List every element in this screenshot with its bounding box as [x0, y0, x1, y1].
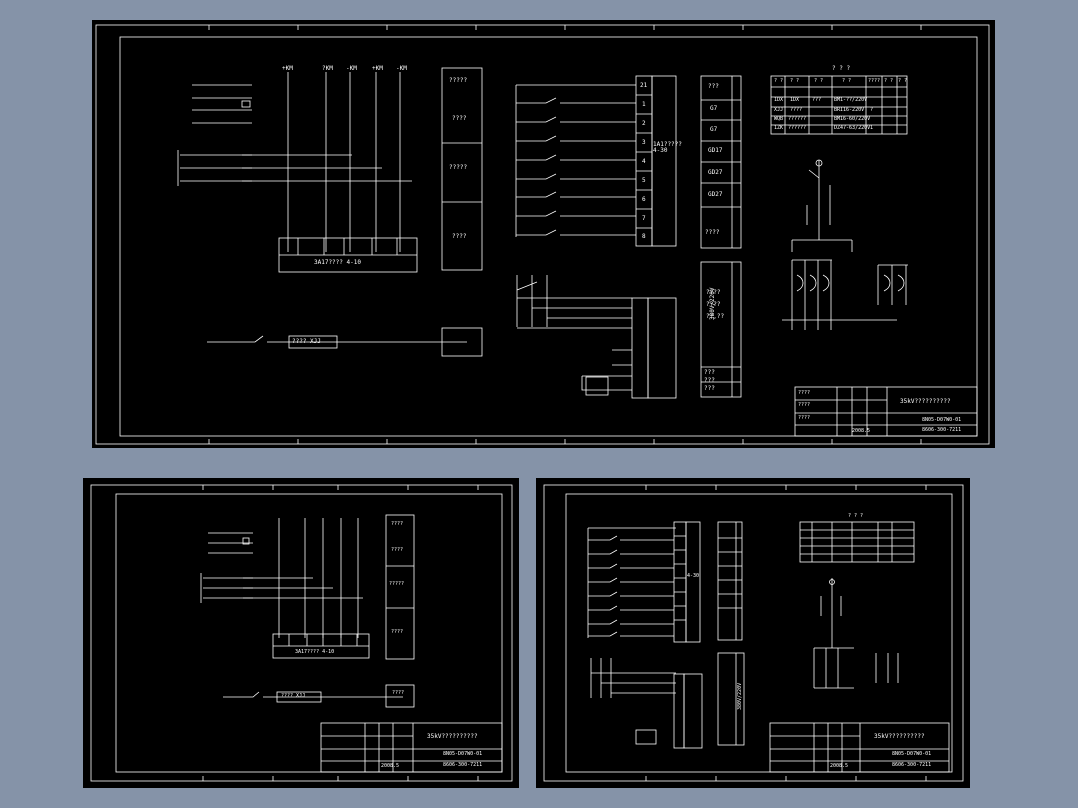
sheet3-date: 2008.5 — [830, 763, 849, 769]
power-cell-1: ???? — [706, 289, 721, 296]
terminal-num-7: 6 — [642, 196, 646, 203]
sheet2-date: 2008.5 — [381, 763, 400, 769]
sheet2-xj-label: ???? XJJ — [281, 693, 306, 699]
bus-label-4: +KM — [372, 65, 383, 72]
sheet3-table-title: ? ? ? — [848, 513, 864, 519]
device-row-2-code: XJJ — [774, 107, 784, 113]
device-row-3-code: WQB — [774, 116, 784, 122]
power-cell-5: ??? — [704, 377, 715, 384]
switch-label: 3A17???? 4-10 — [314, 259, 361, 266]
device-row-3-spec: BM16-60/220V — [834, 116, 871, 122]
terminal-num-9: 8 — [642, 233, 646, 240]
device-row-2-name: ???? — [790, 107, 803, 113]
terminal-num-8: 7 — [642, 215, 646, 222]
sheet2-switch-label: 3A17???? 4-10 — [295, 649, 335, 655]
sheet2-small-box: ???? — [392, 690, 405, 696]
device-table-header-3: ? ? — [814, 78, 824, 84]
power-cell-2: ???? — [706, 301, 721, 308]
device-row-1-name: 1DX — [790, 97, 800, 103]
bus-label-5: -KM — [396, 65, 407, 72]
device-table-header-4: ? ? — [842, 78, 852, 84]
terminal-num-5: 4 — [642, 158, 646, 165]
device-row-1-desc: ??? — [812, 97, 822, 103]
power-cell-3: ??,?? — [706, 313, 725, 320]
xj-label: ???? XJJ — [292, 338, 321, 345]
sheet-bottom-left: 3A17???? 4-10 ???? ???? ????? ???? ???? … — [83, 478, 519, 788]
title-block-left-1: ???? — [798, 390, 811, 396]
bus-label-1: +KM — [282, 65, 293, 72]
cmd-label-4: ???? — [452, 233, 467, 240]
sheet2-title: 35kV?????????? — [427, 733, 478, 740]
power-voltage: 380V/220V — [709, 287, 716, 320]
sheet2-cmd-label-4: ???? — [391, 629, 404, 635]
cmd-label-3: ????? — [449, 164, 468, 171]
title-block-left-2: ???? — [798, 402, 811, 408]
bus-label-2: ?KM — [322, 65, 333, 72]
signal-cell-7: ???? — [705, 229, 720, 236]
sheet-bottom-right: 4-30 ? ? ? 380V/220V 35kV?????????? 8N05… — [536, 478, 970, 788]
sheet-bottom-right-drawing — [543, 484, 964, 782]
cmd-label-2: ???? — [452, 115, 467, 122]
device-row-4-code: 1ZK — [774, 125, 784, 131]
sheet3-power-voltage: 380V/220V — [737, 682, 743, 710]
cmd-label-1: ????? — [449, 77, 468, 84]
terminal-block-label: 1A1????? 4-30 — [653, 141, 682, 154]
power-cell-4: ??? — [704, 369, 715, 376]
device-row-2-spec: BRI16-220V — [834, 107, 865, 113]
terminal-num-2: 1 — [642, 101, 646, 108]
device-row-4-qty: 1 — [870, 125, 874, 131]
device-row-1-spec: BM1-??/220V — [834, 97, 868, 103]
sheet3-title: 35kV?????????? — [874, 733, 925, 740]
title-block-title: 35kV?????????? — [900, 398, 951, 405]
sheet2-drawing-no: 8N05-D07W0-01 — [443, 751, 483, 757]
sheet-top: +KM ?KM -KM +KM -KM 3A17???? 4-10 ???? X… — [92, 20, 995, 448]
terminal-num-4: 3 — [642, 139, 646, 146]
signal-cell-5: GD27 — [708, 169, 723, 176]
sheet2-cmd-label-3: ????? — [389, 581, 405, 587]
signal-cell-2: G7 — [710, 105, 718, 112]
sheet2-doc-no: 8606-300-7211 — [443, 762, 483, 768]
title-block-doc-no: 8606-300-7211 — [922, 427, 962, 433]
signal-cell-4: GD17 — [708, 147, 723, 154]
sheet-top-drawing — [95, 24, 990, 445]
device-table-title: ? ? ? — [832, 65, 851, 72]
sheet3-drawing-no: 8N05-D07W0-01 — [892, 751, 932, 757]
title-block-left-3: ???? — [798, 415, 811, 421]
sheet3-doc-no: 8606-300-7211 — [892, 762, 932, 768]
sheet-bottom-left-drawing — [90, 484, 513, 782]
terminal-num-1: 21 — [640, 82, 648, 89]
bus-label-3: -KM — [346, 65, 357, 72]
device-table-header-5: ???? — [868, 78, 881, 84]
device-row-1-code: 1DX — [774, 97, 784, 103]
title-block-date: 2008.5 — [852, 428, 871, 434]
power-cell-6: ??? — [704, 385, 715, 392]
title-block-drawing-no: 8N05-D07W0-01 — [922, 417, 962, 423]
signal-cell-3: G7 — [710, 126, 718, 133]
terminal-num-6: 5 — [642, 177, 646, 184]
device-table-header-2: ? ? — [790, 78, 800, 84]
signal-cell-1: ??? — [708, 83, 719, 90]
device-row-2-qty: ? — [870, 107, 874, 113]
device-table-header-7: ? ? — [898, 78, 908, 84]
device-row-4-spec: DZ47-63/220V — [834, 125, 871, 131]
sheet2-cmd-label-2: ???? — [391, 547, 404, 553]
device-table-header-6: ? ? — [884, 78, 894, 84]
device-row-4-name: ?????? — [788, 125, 807, 131]
device-row-3-name: ?????? — [788, 116, 807, 122]
device-table-header-1: ? ? — [774, 78, 784, 84]
sheet3-terminal-block-label: 4-30 — [687, 573, 700, 579]
sheet2-cmd-label-1: ???? — [391, 521, 404, 527]
signal-cell-6: GD27 — [708, 191, 723, 198]
terminal-num-3: 2 — [642, 120, 646, 127]
